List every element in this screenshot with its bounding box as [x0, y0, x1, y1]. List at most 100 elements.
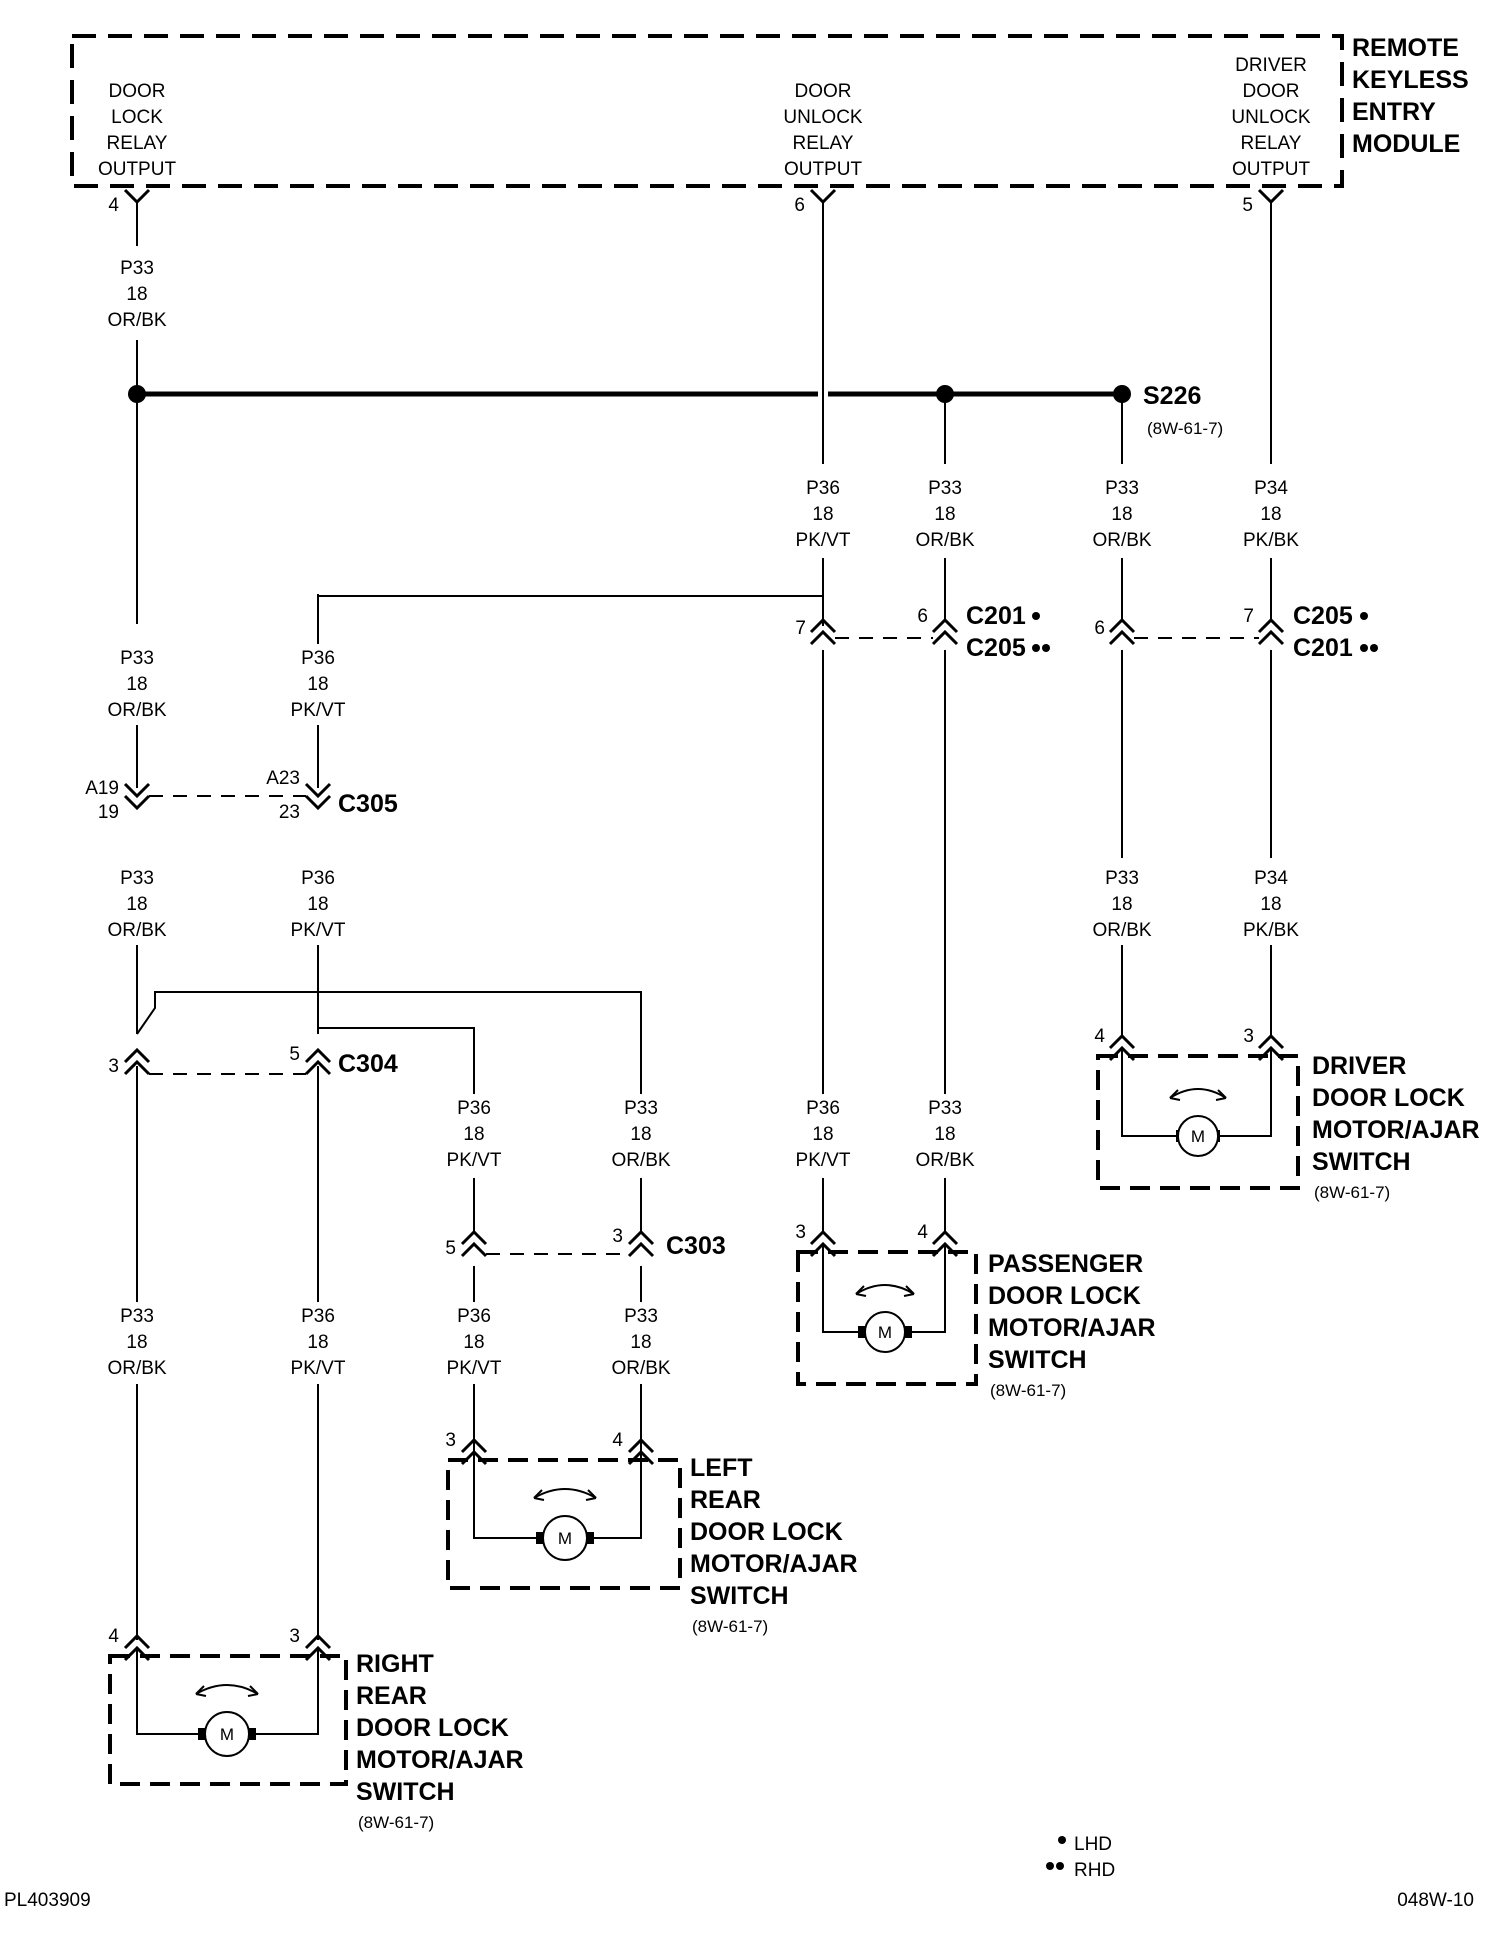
motor-label: MOTOR/AJAR — [988, 1314, 1156, 1342]
wire-gauge: 18 — [307, 1332, 328, 1353]
connector-terminal-icon — [627, 1229, 655, 1258]
wire-color: OR/BK — [107, 1358, 166, 1379]
motor-icon — [864, 1311, 906, 1353]
wire-gauge: 18 — [126, 1332, 147, 1353]
wire-code: P33 — [928, 1098, 962, 1119]
output-label: DRIVER — [1235, 55, 1307, 76]
pin-number: 4 — [612, 1430, 623, 1451]
motor-brush — [904, 1326, 912, 1338]
motor-label: REAR — [690, 1486, 761, 1514]
pin-number: 6 — [917, 606, 928, 627]
label-mask — [105, 1354, 169, 1383]
wire-gauge: 18 — [630, 1332, 651, 1353]
pin-number: 3 — [612, 1226, 623, 1247]
pin-number: 4 — [917, 1222, 928, 1243]
motor-label: RIGHT — [356, 1650, 434, 1678]
label-mask — [1241, 890, 1302, 945]
motor-lead — [1220, 1048, 1272, 1137]
wire-code: P36 — [457, 1098, 491, 1119]
connector-name: C205 — [1293, 602, 1353, 630]
connector-terminal-icon — [304, 1047, 332, 1076]
label-mask — [1252, 864, 1291, 893]
output-label: OUTPUT — [784, 159, 863, 180]
output-label: OUTPUT — [98, 159, 177, 180]
pin-number: 3 — [289, 1626, 300, 1647]
terminal-icon — [123, 188, 151, 205]
rotation-arrow-icon — [855, 1284, 915, 1295]
wire-gauge: 18 — [1111, 504, 1132, 525]
pin-number: 7 — [795, 618, 806, 639]
motor-box — [1096, 1054, 1300, 1190]
motor-symbol: M — [878, 1323, 892, 1342]
module-title-line: KEYLESS — [1352, 66, 1469, 94]
motor-box — [796, 1250, 978, 1386]
output-label: DOOR — [795, 81, 852, 102]
label-masks — [105, 254, 1302, 1383]
label-mask — [118, 254, 156, 283]
lhd-dot-icon — [1058, 1836, 1066, 1844]
motor-label: MOTOR/AJAR — [690, 1550, 858, 1578]
motor-icon — [1177, 1115, 1219, 1157]
rhd-dot-icon — [1370, 644, 1378, 652]
output-label: LOCK — [111, 107, 163, 128]
module-title-line: REMOTE — [1352, 34, 1459, 62]
wire-color: OR/BK — [1092, 920, 1151, 941]
connector-terminal-icon — [809, 617, 837, 646]
motor-label: MOTOR/AJAR — [1312, 1116, 1480, 1144]
wire-code: P36 — [806, 478, 840, 499]
wire-code: P34 — [1254, 478, 1288, 499]
output-label: DOOR — [1243, 81, 1300, 102]
wire-gauge: 18 — [126, 674, 147, 695]
wire-gauge: 18 — [812, 504, 833, 525]
wire-gauge: 18 — [307, 674, 328, 695]
label-mask — [793, 1094, 853, 1175]
wire-p36 — [317, 595, 824, 656]
motor-label: SWITCH — [988, 1346, 1087, 1374]
output-label: OUTPUT — [1232, 159, 1311, 180]
splice-ref: (8W-61-7) — [1147, 419, 1223, 438]
wire-color: OR/BK — [611, 1150, 670, 1171]
label-mask — [609, 1094, 673, 1175]
label-mask — [455, 1302, 493, 1357]
legend-rhd: RHD — [1074, 1860, 1115, 1881]
connector-terminal-icon — [304, 782, 332, 811]
legend-lhd: LHD — [1074, 1834, 1112, 1855]
rotation-arrow-icon — [533, 1488, 597, 1499]
motor-lead — [256, 1648, 319, 1735]
lhd-dot-icon — [1360, 612, 1368, 620]
wire-code: P34 — [1254, 868, 1288, 889]
motor-box — [108, 1654, 348, 1786]
rhd-dot-icon — [1032, 644, 1040, 652]
motor-label: LEFT — [690, 1454, 753, 1482]
wire-color: PK/VT — [291, 1358, 346, 1379]
motor-brush — [198, 1728, 206, 1740]
rhd-dot-icon — [1056, 1862, 1064, 1870]
wire-code: P36 — [301, 648, 335, 669]
connector-name: C303 — [666, 1232, 726, 1260]
module-title-line: ENTRY — [1352, 98, 1436, 126]
lhd-dot-icon — [1032, 612, 1040, 620]
output-label: DOOR — [109, 81, 166, 102]
output-label: RELAY — [1241, 133, 1302, 154]
label-mask — [609, 1354, 673, 1383]
motor-lead — [136, 1648, 198, 1735]
motor-label: SWITCH — [690, 1582, 789, 1610]
connector-terminal-icon — [123, 782, 151, 811]
left-rear-door-lock-motor: M 3 4 LEFT REAR DOOR LOCK MOTOR/AJAR SWI… — [445, 1430, 857, 1636]
wire-color: PK/BK — [1243, 530, 1299, 551]
wire-gauge: 18 — [307, 894, 328, 915]
label-mask — [913, 474, 977, 555]
wire-color: OR/BK — [915, 530, 974, 551]
motor-lead — [594, 1452, 642, 1539]
pin-number: 3 — [1243, 1026, 1254, 1047]
arrowhead-icon — [533, 1489, 597, 1501]
splice-dot — [1113, 385, 1131, 403]
label-mask — [105, 280, 169, 335]
motor-lead — [822, 1244, 866, 1333]
pin-number: 7 — [1243, 606, 1254, 627]
rotation-arrow-icon — [195, 1684, 259, 1695]
label-mask — [793, 474, 853, 555]
label-mask — [1241, 474, 1302, 555]
motor-brush — [248, 1728, 256, 1740]
